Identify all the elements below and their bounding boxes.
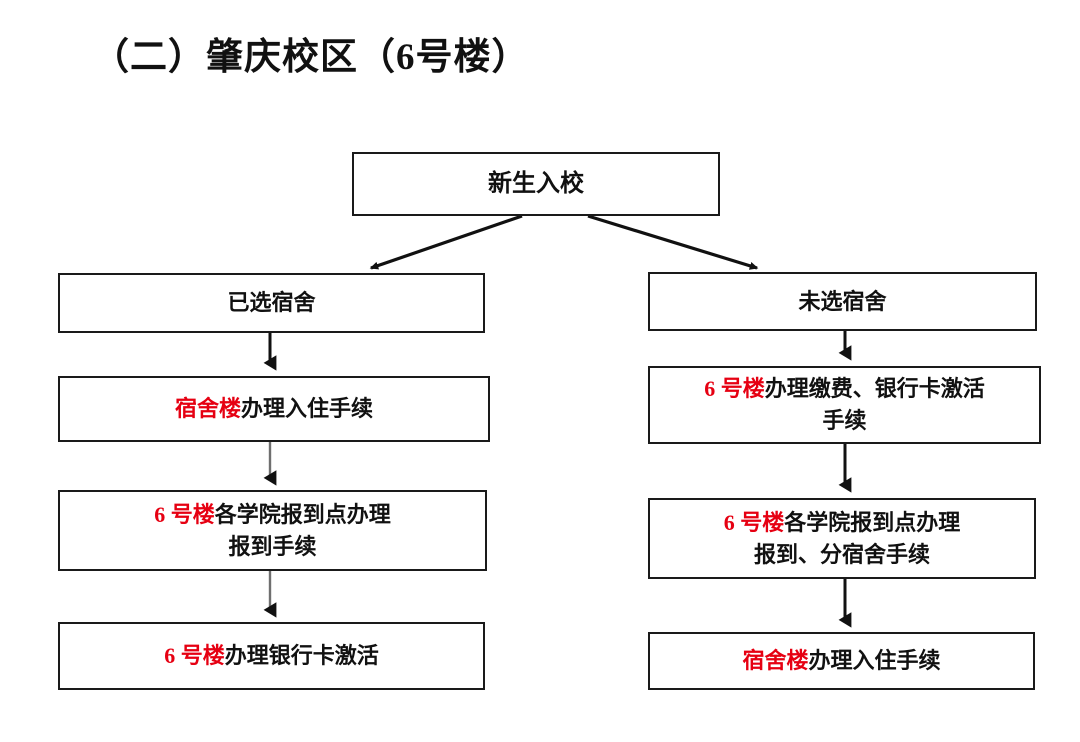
node-branch-right-head-label: 未选宿舍 [798,288,887,314]
node-left-step-3[interactable]: 6 号楼办理银行卡激活 [58,622,485,690]
node-text-plain: 报到、分宿舍手续 [753,541,930,567]
node-right-step-1-content: 6 号楼办理缴费、银行卡激活手续 [650,373,1039,437]
node-text-highlight: 6 号楼 [704,376,765,402]
node-text-line: 6 号楼各学院报到点办理 [658,507,1026,539]
node-text-plain: 各学院报到点办理 [784,509,961,535]
node-text-line: 报到手续 [68,531,477,563]
node-right-step-2-content: 6 号楼各学院报到点办理报到、分宿舍手续 [650,507,1034,571]
node-start-label: 新生入校 [488,170,584,197]
node-left-step-2-content: 6 号楼各学院报到点办理报到手续 [60,499,485,563]
node-text-plain: 各学院报到点办理 [214,501,391,527]
node-branch-right-head-content: 未选宿舍 [650,286,1035,318]
node-text-line: 6 号楼各学院报到点办理 [68,499,477,531]
node-left-step-2[interactable]: 6 号楼各学院报到点办理报到手续 [58,490,487,571]
node-text-highlight: 6 号楼 [154,501,215,527]
node-text-highlight: 宿舍楼 [742,648,809,674]
node-start-content: 新生入校 [354,167,718,202]
node-text-plain: 办理缴费、银行卡激活 [764,376,985,402]
node-branch-right-head[interactable]: 未选宿舍 [648,272,1037,331]
node-start[interactable]: 新生入校 [352,152,720,216]
node-text-plain: 手续 [822,408,867,433]
node-text-plain: 办理银行卡激活 [224,643,379,669]
node-text-plain: 报到手续 [228,533,317,559]
node-text-highlight: 6 号楼 [723,509,785,535]
connector-start-to-right-head [587,214,759,270]
node-branch-left-head-content: 已选宿舍 [60,287,483,319]
node-text-line: 手续 [658,405,1031,437]
node-text-line: 宿舍楼办理入住手续 [658,645,1025,677]
node-left-step-3-content: 6 号楼办理银行卡激活 [60,640,483,672]
node-text-highlight: 宿舍楼 [174,396,241,422]
node-text-plain: 办理入住手续 [241,396,374,422]
node-right-step-3[interactable]: 宿舍楼办理入住手续 [648,632,1035,690]
node-branch-left-head[interactable]: 已选宿舍 [58,273,485,333]
node-text-line: 6 号楼办理缴费、银行卡激活 [658,373,1031,405]
node-left-step-1-content: 宿舍楼办理入住手续 [60,393,488,425]
node-right-step-3-content: 宿舍楼办理入住手续 [650,645,1033,677]
node-right-step-2[interactable]: 6 号楼各学院报到点办理报到、分宿舍手续 [648,498,1036,579]
node-branch-left-head-label: 已选宿舍 [227,290,316,316]
node-text-plain: 办理入住手续 [808,648,941,674]
page-title: （二）肇庆校区（6号楼） [92,37,530,78]
node-right-step-1[interactable]: 6 号楼办理缴费、银行卡激活手续 [648,366,1041,444]
node-left-step-1[interactable]: 宿舍楼办理入住手续 [58,376,490,442]
node-text-line: 6 号楼办理银行卡激活 [68,640,475,672]
node-text-line: 报到、分宿舍手续 [658,539,1026,571]
node-text-highlight: 6 号楼 [164,643,225,669]
node-text-line: 宿舍楼办理入住手续 [68,393,480,425]
connector-start-to-left-head [369,214,523,270]
